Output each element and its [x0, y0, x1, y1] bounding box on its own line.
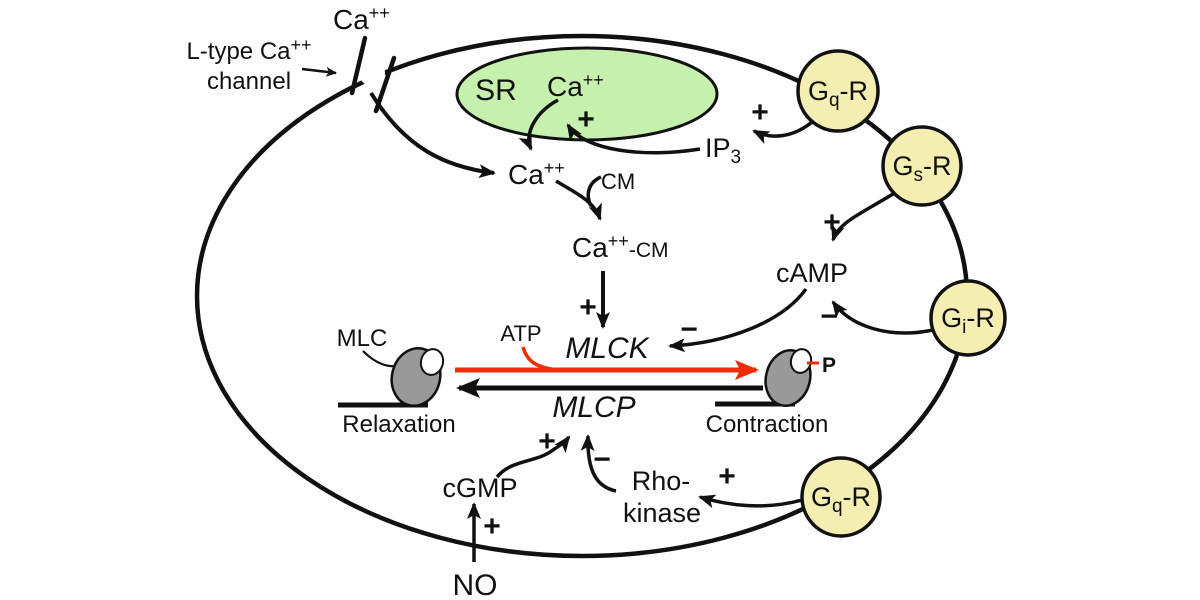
arrow-cgmp-to-mlcp	[495, 435, 571, 479]
arrow-gs-to-camp	[831, 192, 894, 242]
label-sr: SR	[475, 74, 517, 107]
channel-membrane-gap	[359, 60, 385, 86]
minus-sign-gi-camp: −	[820, 300, 838, 333]
arrow-cm-join-hook	[586, 175, 602, 207]
receptor-gs-circle	[881, 125, 963, 207]
label-rho-line1: Rho-	[632, 466, 691, 496]
label-ltype-line1: L-type Ca++	[186, 35, 311, 65]
label-cgmp: cGMP	[442, 473, 517, 503]
label-receptor-gq-bottom: Gq-R	[811, 482, 871, 517]
arrow-camp-inhibits-mlck	[668, 287, 808, 353]
label-ip3: IP3	[705, 133, 741, 168]
label-ca-sr: Ca++	[547, 70, 604, 102]
label-rho-line2: kinase	[623, 498, 701, 528]
arrow-sr-ca-release	[518, 98, 559, 151]
arrow-gq-to-ip3	[752, 120, 814, 144]
receptor-gi-circle	[929, 279, 1007, 357]
plus-sign-gs-camp: +	[823, 206, 841, 239]
label-mlcp: MLCP	[552, 391, 635, 424]
label-mlc: MLC	[337, 325, 388, 352]
label-ltype-line2: channel	[207, 68, 291, 95]
plus-sign-no-cgmp: +	[483, 510, 501, 543]
label-phosphate: P	[822, 354, 836, 377]
arrow-atp-hook	[521, 346, 558, 372]
label-atp: ATP	[500, 321, 541, 346]
label-ca-cytosol: Ca++	[508, 158, 565, 190]
label-no: NO	[453, 569, 498, 600]
minus-sign-rho-mlcp: −	[593, 443, 611, 476]
arrow-gi-inhibits-camp	[831, 300, 934, 335]
arrow-ip3-to-sr	[566, 123, 701, 155]
plus-sign-sr-release: +	[577, 103, 595, 136]
myosin-binding-site-left	[419, 348, 445, 376]
plus-sign-gq-ip3: +	[751, 96, 769, 129]
label-receptor-gi: Gi-R	[941, 303, 995, 338]
ltype-channel-line-1	[349, 35, 368, 96]
arrow-ca-influx	[369, 91, 496, 179]
label-relaxation: Relaxation	[342, 411, 455, 438]
arrow-ltype-label-pointer	[301, 66, 337, 77]
plus-sign-cacm-mlck: +	[579, 291, 597, 324]
label-contraction: Contraction	[706, 411, 829, 438]
label-camp: cAMP	[776, 258, 848, 288]
label-ca-extracellular: Ca++	[333, 3, 390, 35]
receptor-gq-bottom-circle	[800, 456, 882, 538]
label-cm: CM	[601, 169, 635, 194]
receptor-gq-top-circle	[796, 49, 880, 133]
label-mlck: MLCK	[565, 332, 650, 365]
label-ca-cm-complex: Ca++-CM	[572, 231, 668, 263]
label-receptor-gs: Gs-R	[892, 151, 951, 186]
arrow-gq-to-rho	[698, 494, 803, 509]
arrow-rho-inhibits-mlcp	[580, 434, 617, 493]
plus-sign-gq-rho: +	[718, 460, 736, 493]
plus-sign-cgmp-mlcp: +	[538, 425, 556, 458]
label-receptor-gq-top: Gq-R	[808, 76, 868, 111]
arrow-ca-to-cacm	[555, 179, 602, 221]
minus-sign-camp-mlck: −	[680, 313, 698, 346]
